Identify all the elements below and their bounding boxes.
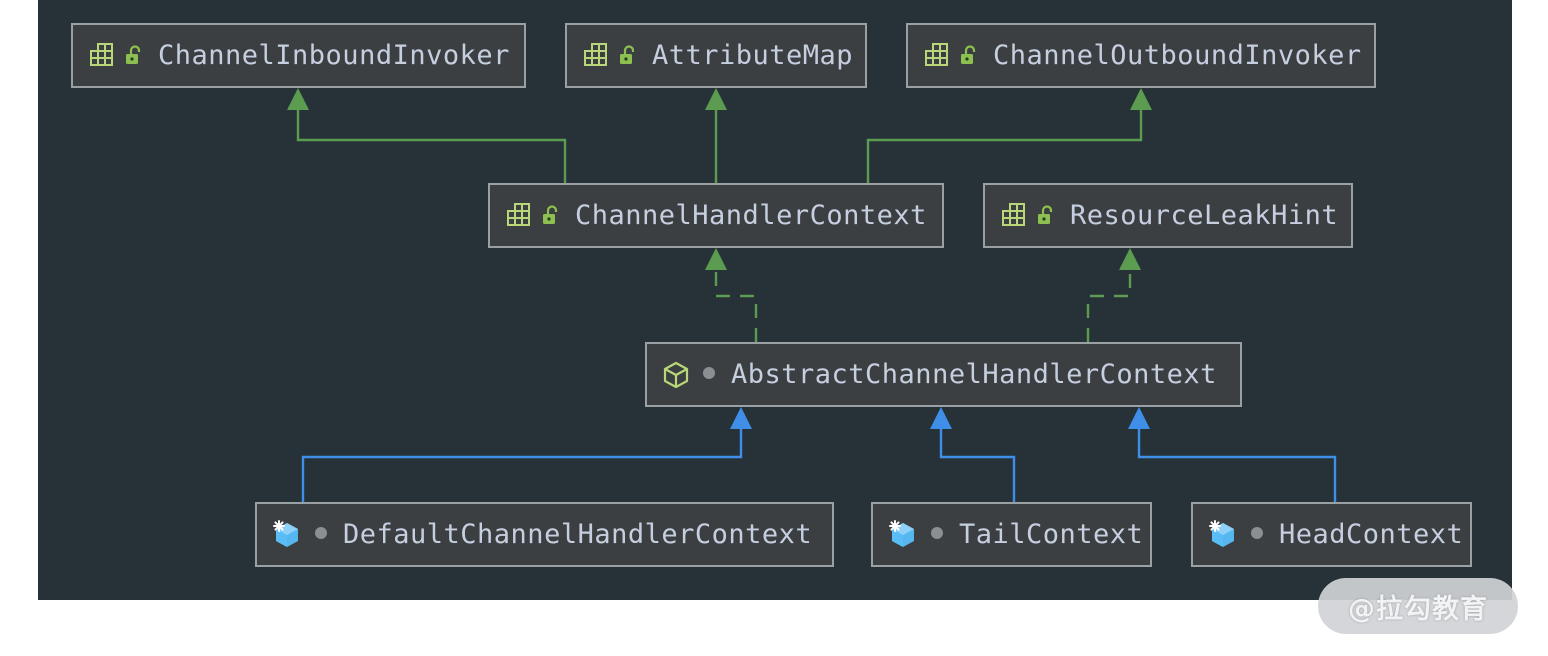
class-node-label: ChannelOutboundInvoker [993,40,1362,71]
class-node-ResourceLeakHint[interactable]: ResourceLeakHint [983,183,1353,248]
interface-icon [87,41,117,71]
class-node-HeadContext[interactable]: HeadContext [1191,502,1472,567]
class-node-label: ChannelHandlerContext [575,200,927,231]
unlocked-padlock-icon [959,44,979,68]
package-private-visibility-dot [313,525,329,545]
class-node-label: ChannelInboundInvoker [158,40,510,71]
watermark-badge: @拉勾教育 [1318,578,1518,634]
edge-chc-extends-cii [287,88,567,183]
package-private-visibility-dot [929,525,945,545]
abstract-class-icon [661,360,691,390]
class-node-AttributeMap[interactable]: AttributeMap [565,23,867,88]
class-node-DefaultChannelHandlerContext[interactable]: DefaultChannelHandlerContext [255,502,834,567]
arrowhead-extends [1130,88,1152,110]
unlocked-padlock-icon [541,204,561,228]
edge-achc-implements-rlh [1086,248,1141,342]
package-private-visibility-dot [701,365,717,385]
edge-dchc-extends-achc [301,407,752,502]
class-node-TailContext[interactable]: TailContext [871,502,1152,567]
interface-icon [999,201,1029,231]
final-class-icon [887,519,919,551]
arrowhead-implements [705,248,727,270]
class-node-label: DefaultChannelHandlerContext [343,519,813,550]
final-class-icon [271,519,303,551]
class-node-label: AttributeMap [652,40,854,71]
interface-icon [504,201,534,231]
class-node-ChannelOutboundInvoker[interactable]: ChannelOutboundInvoker [906,23,1376,88]
edge-head-extends-achc [1128,407,1337,502]
edge-achc-implements-chc [705,248,758,342]
watermark-text: @拉勾教育 [1348,593,1488,625]
package-private-visibility-dot [1249,525,1265,545]
edge-chc-extends-coi [866,88,1152,183]
edge-tail-extends-achc [930,407,1016,502]
arrowhead-extends [1128,407,1150,429]
arrowhead-extends [287,88,309,110]
interface-icon [581,41,611,71]
unlocked-padlock-icon [124,44,144,68]
arrowhead-extends [705,88,727,110]
class-node-label: HeadContext [1279,519,1464,550]
arrowhead-extends [730,407,752,429]
class-node-ChannelHandlerContext[interactable]: ChannelHandlerContext [488,183,944,248]
class-node-label: ResourceLeakHint [1070,200,1339,231]
class-node-label: AbstractChannelHandlerContext [731,359,1217,390]
edge-chc-extends-am [705,88,727,183]
final-class-icon [1207,519,1239,551]
interface-icon [922,41,952,71]
unlocked-padlock-icon [1036,204,1056,228]
arrowhead-implements [1119,248,1141,270]
class-node-label: TailContext [959,519,1144,550]
arrowhead-extends [930,407,952,429]
class-node-ChannelInboundInvoker[interactable]: ChannelInboundInvoker [71,23,526,88]
class-node-AbstractChannelHandlerContext[interactable]: AbstractChannelHandlerContext [645,342,1242,407]
unlocked-padlock-icon [618,44,638,68]
